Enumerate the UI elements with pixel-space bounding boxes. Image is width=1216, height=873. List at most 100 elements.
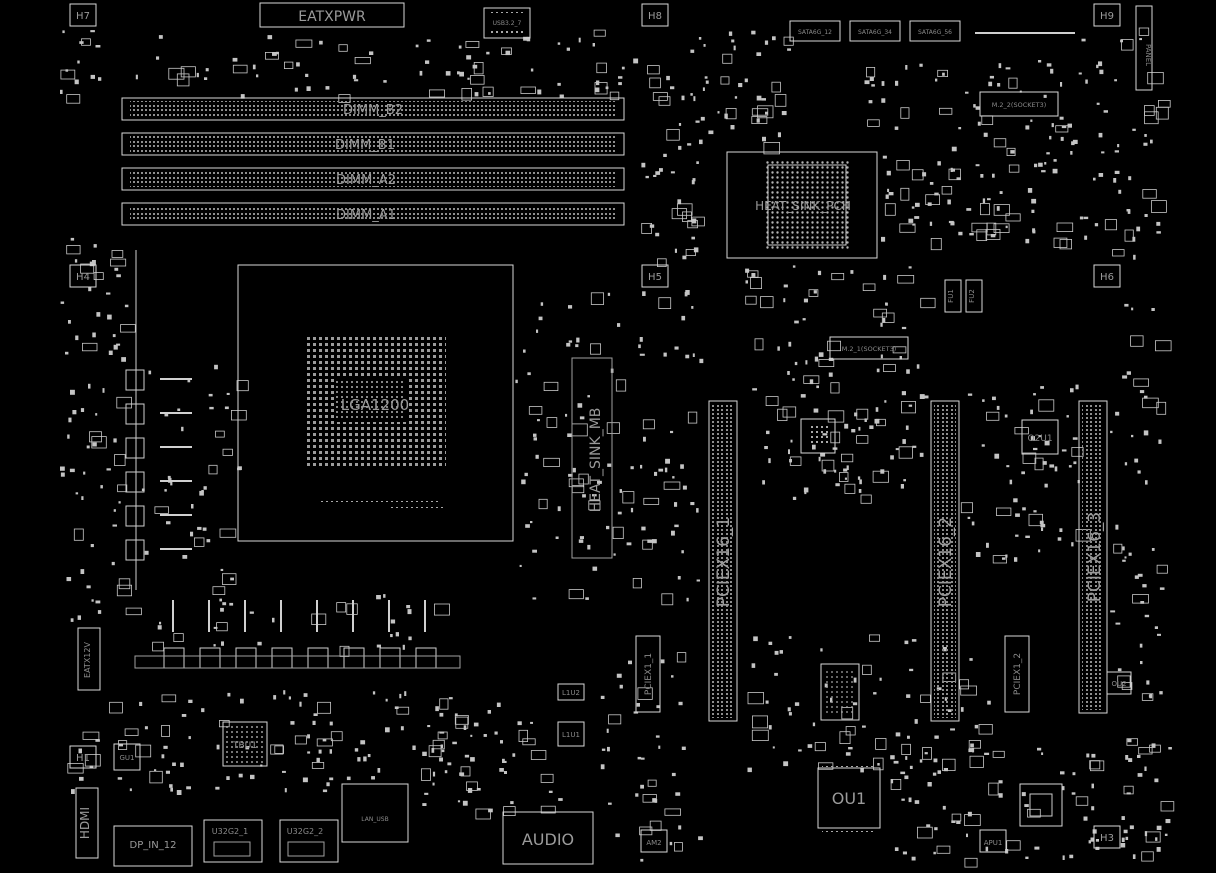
passive-component — [73, 528, 84, 541]
passive-component — [754, 338, 764, 351]
passive-component — [647, 539, 653, 543]
passive-component — [594, 87, 600, 93]
passive-component — [219, 598, 222, 602]
passive-component — [772, 746, 775, 749]
passive-component — [1006, 840, 1021, 851]
passive-component — [1145, 480, 1148, 485]
passive-component — [860, 768, 864, 773]
passive-component — [880, 354, 883, 359]
passive-component — [176, 790, 182, 795]
passive-component — [329, 777, 334, 781]
passive-component — [762, 136, 766, 142]
passive-component — [305, 73, 309, 77]
passive-component — [227, 692, 231, 697]
passive-component — [730, 125, 735, 130]
mounting-hole-h8: H8 — [641, 3, 669, 27]
passive-component — [783, 298, 786, 303]
passive-component — [692, 353, 695, 357]
pcie-x1-slot-2: PCIEX1_2 — [1004, 635, 1030, 713]
svg-text:PCIEX16_1: PCIEX16_1 — [714, 517, 734, 607]
passive-component — [808, 289, 819, 297]
passive-component — [288, 696, 291, 700]
passive-component — [734, 96, 738, 99]
passive-component — [1131, 434, 1134, 438]
passive-component — [868, 100, 873, 104]
passive-component — [371, 776, 375, 780]
passive-component — [90, 544, 94, 548]
passive-component — [440, 744, 443, 748]
passive-component — [869, 634, 881, 642]
passive-component — [1009, 479, 1013, 485]
passive-component — [504, 771, 507, 774]
passive-component — [1098, 132, 1103, 138]
passive-component — [912, 445, 917, 448]
passive-component — [294, 735, 307, 745]
passive-component — [747, 767, 752, 773]
svg-text:PANEL: PANEL — [1144, 44, 1152, 66]
header-am2: AM2 — [640, 829, 668, 853]
passive-component — [1104, 219, 1118, 231]
passive-component — [1144, 766, 1147, 771]
passive-component — [999, 191, 1003, 194]
passive-component — [639, 353, 645, 356]
passive-component — [1121, 837, 1125, 842]
passive-component — [823, 469, 827, 474]
passive-component — [272, 617, 275, 623]
passive-component — [218, 720, 230, 728]
passive-component — [844, 477, 847, 480]
passive-component — [993, 138, 1007, 148]
passive-component — [576, 337, 580, 343]
passive-component — [577, 403, 583, 408]
passive-component — [215, 786, 220, 790]
passive-component — [555, 536, 559, 539]
passive-component — [96, 312, 101, 317]
chip-ou2: OU2 — [1106, 671, 1132, 695]
mounting-hole-h6: H6 — [1093, 264, 1121, 288]
passive-component — [95, 413, 98, 416]
passive-component — [880, 322, 883, 327]
passive-component — [70, 389, 75, 395]
passive-component — [733, 45, 736, 51]
passive-component — [376, 595, 381, 600]
passive-component — [774, 650, 779, 655]
passive-component — [336, 602, 347, 613]
passive-component — [1113, 178, 1117, 183]
passive-component — [975, 552, 981, 557]
passive-component — [1034, 163, 1038, 168]
passive-component — [538, 498, 548, 510]
passive-component — [181, 426, 184, 432]
svg-text:H7: H7 — [76, 11, 90, 22]
passive-component — [230, 409, 247, 421]
passive-component — [935, 78, 938, 82]
passive-component — [618, 82, 622, 86]
passive-component — [1121, 816, 1125, 820]
passive-component — [1122, 546, 1125, 551]
passive-component — [830, 382, 840, 394]
passive-component — [372, 691, 376, 695]
passive-component — [295, 39, 313, 48]
passive-component — [74, 259, 78, 263]
passive-component — [639, 826, 653, 836]
passive-component — [1154, 626, 1158, 629]
passive-component — [523, 36, 528, 41]
passive-component — [568, 340, 573, 343]
passive-component — [777, 346, 780, 351]
passive-component — [1078, 72, 1082, 75]
passive-component — [208, 464, 218, 475]
passive-component — [890, 779, 902, 790]
sata-connector-56: SATA6G_56 — [909, 20, 961, 42]
passive-component — [535, 454, 539, 459]
passive-component — [1121, 682, 1133, 690]
passive-component — [1038, 435, 1041, 438]
passive-component — [659, 168, 663, 172]
passive-component — [158, 35, 163, 39]
passive-component — [777, 132, 781, 138]
passive-component — [164, 412, 169, 417]
passive-component — [671, 675, 674, 678]
dimm-slot-b1: DIMM_B1 — [121, 132, 625, 156]
passive-component — [951, 146, 957, 152]
passive-component — [992, 555, 1008, 564]
passive-component — [98, 77, 102, 81]
passive-component — [565, 413, 568, 417]
passive-component — [663, 153, 667, 157]
